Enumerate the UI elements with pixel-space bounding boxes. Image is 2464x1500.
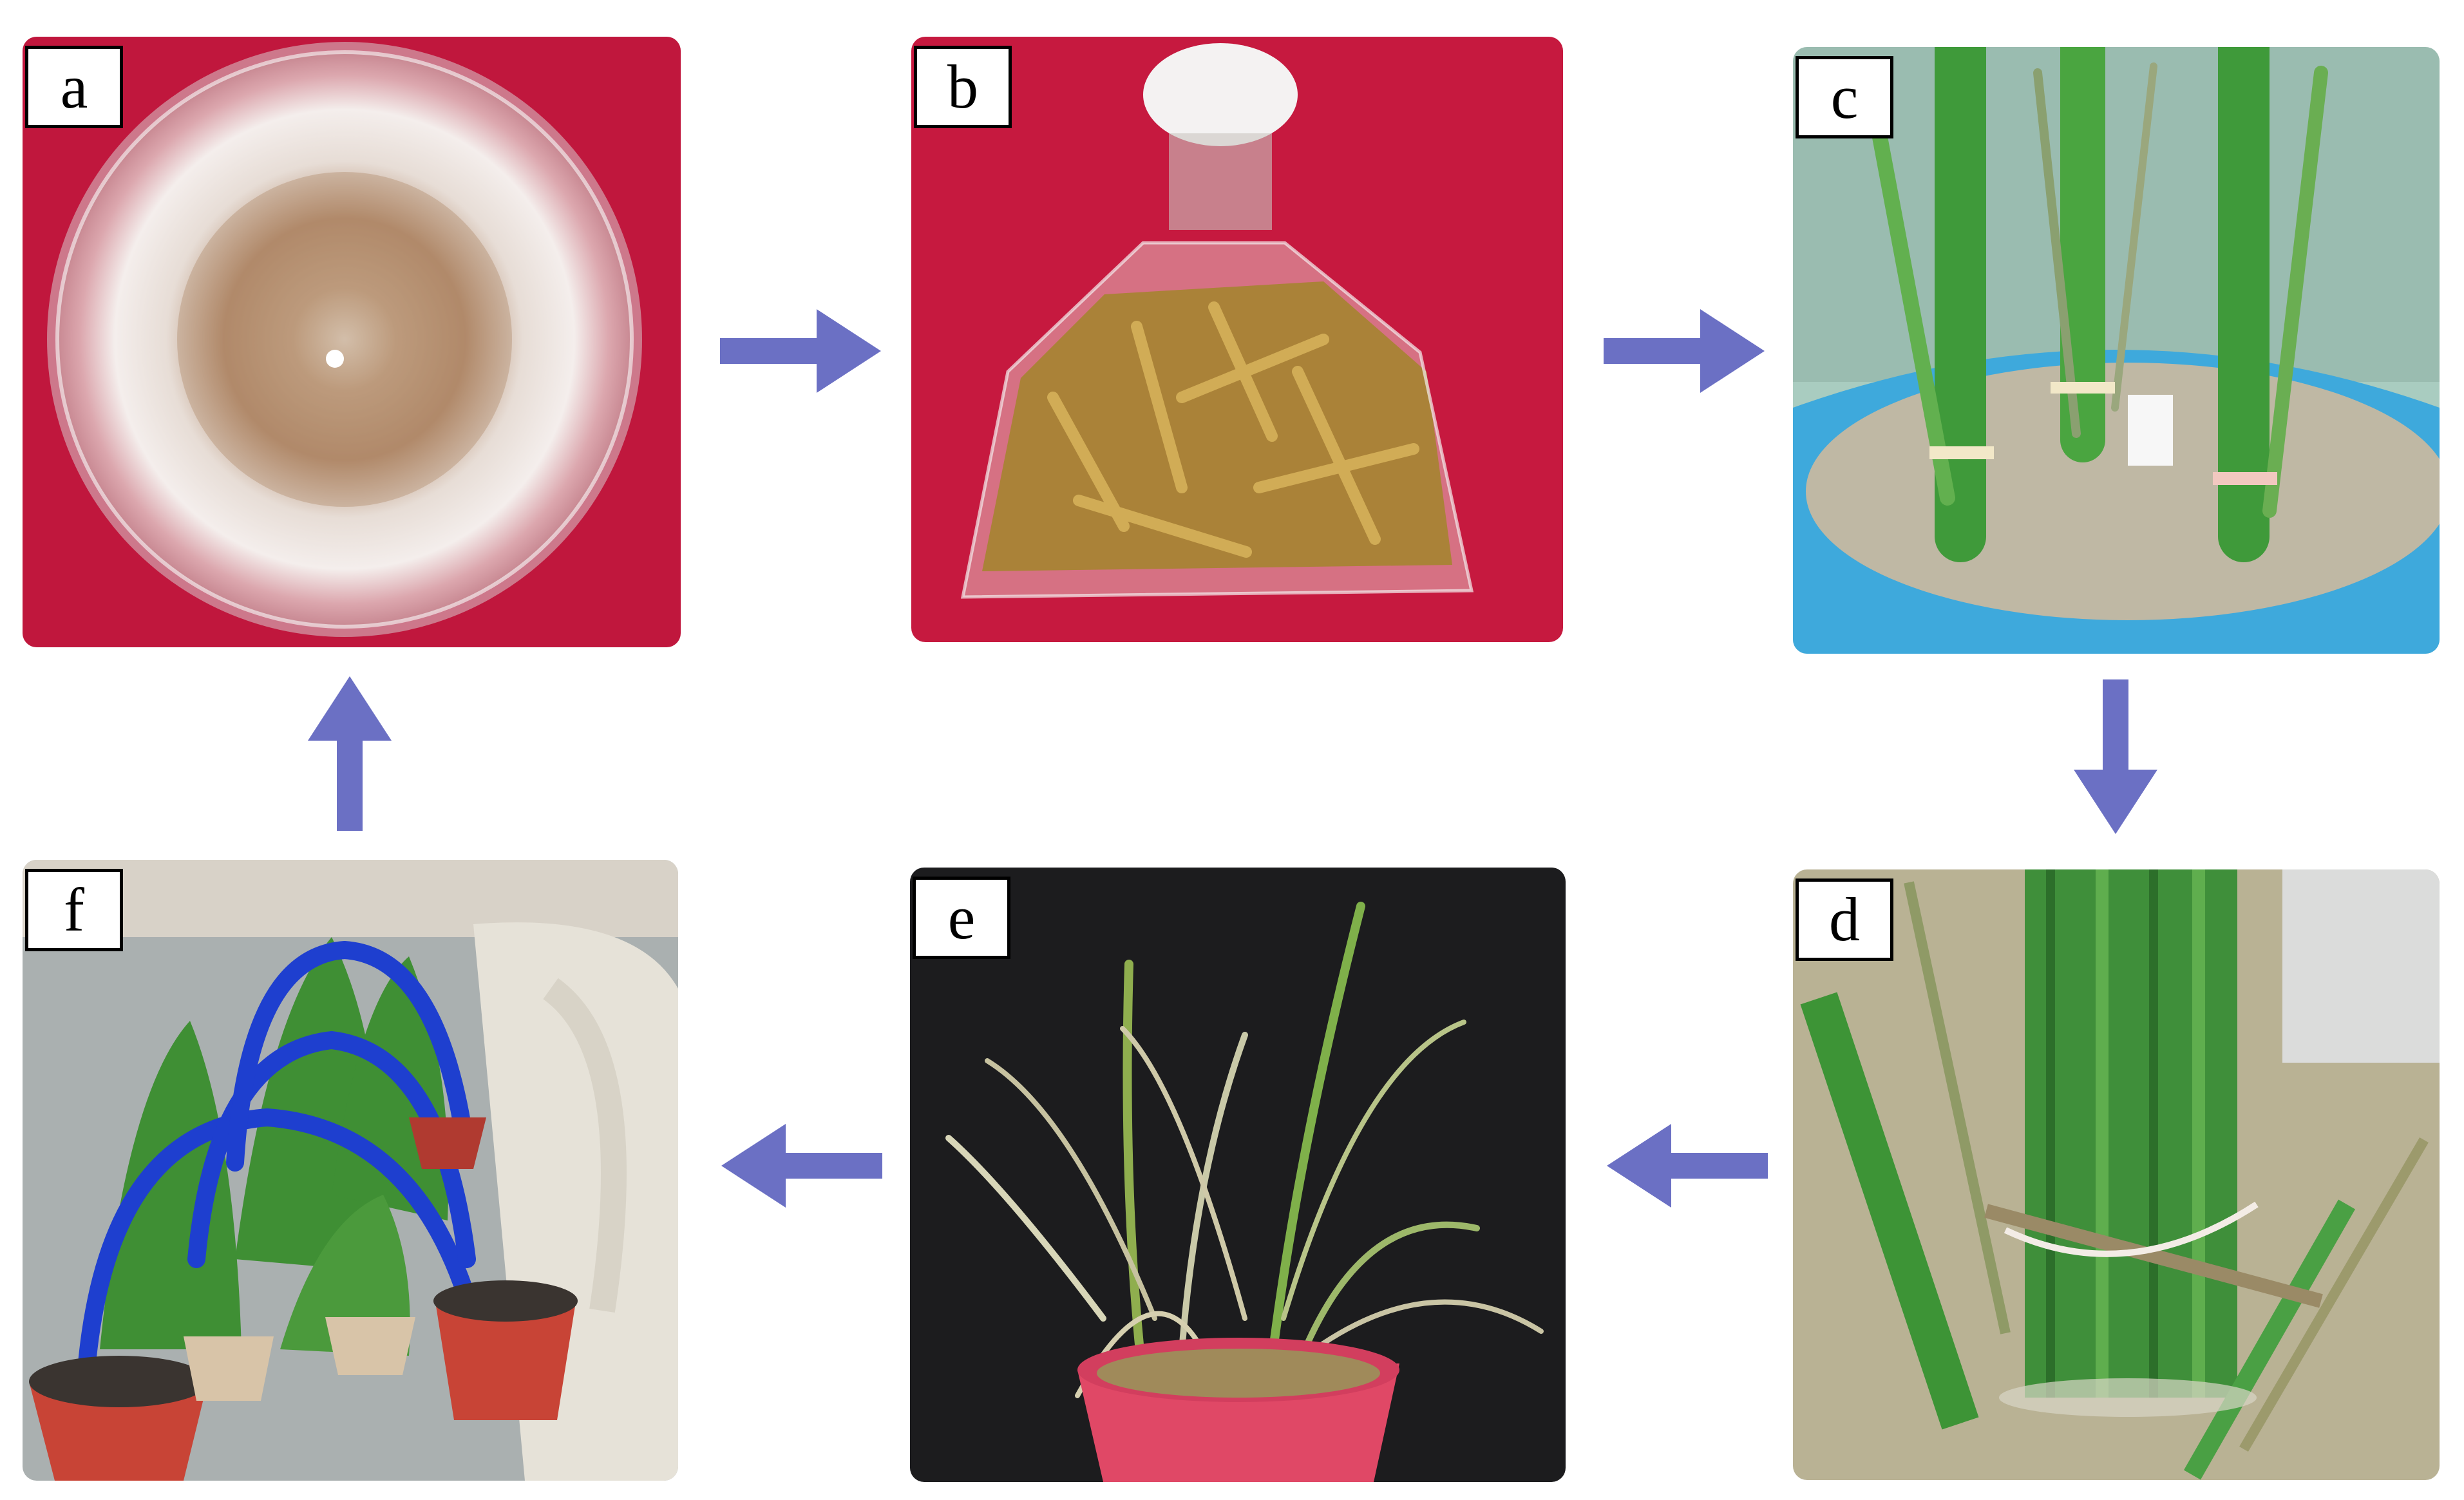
straw-bag-image	[911, 37, 1563, 642]
panel-c: c	[1793, 47, 2440, 654]
potted-rice-hoops-image	[23, 860, 678, 1481]
panel-f: f	[23, 860, 678, 1481]
petri-dish-culture-image	[23, 37, 681, 647]
panel-label-b: b	[914, 46, 1012, 128]
panel-b: b	[911, 37, 1563, 642]
arrow-f-to-a	[308, 676, 392, 831]
panel-label-c: c	[1796, 56, 1893, 138]
panel-e: e	[910, 868, 1566, 1482]
panel-label-e: e	[913, 877, 1010, 959]
panel-a: a	[23, 37, 681, 647]
panel-label-d: d	[1796, 878, 1893, 961]
rice-bucket-image	[1793, 47, 2440, 654]
rice-stem-closeup-image	[1793, 869, 2440, 1480]
panel-d: d	[1793, 869, 2440, 1480]
diseased-rice-pot-image	[910, 868, 1566, 1482]
panel-label-a: a	[25, 46, 123, 128]
panel-label-f: f	[25, 869, 123, 951]
arrow-e-to-f	[721, 1124, 882, 1208]
arrow-c-to-d	[2074, 679, 2157, 834]
arrow-b-to-c	[1604, 309, 1765, 393]
arrow-a-to-b	[720, 309, 881, 393]
arrow-d-to-e	[1607, 1124, 1768, 1208]
